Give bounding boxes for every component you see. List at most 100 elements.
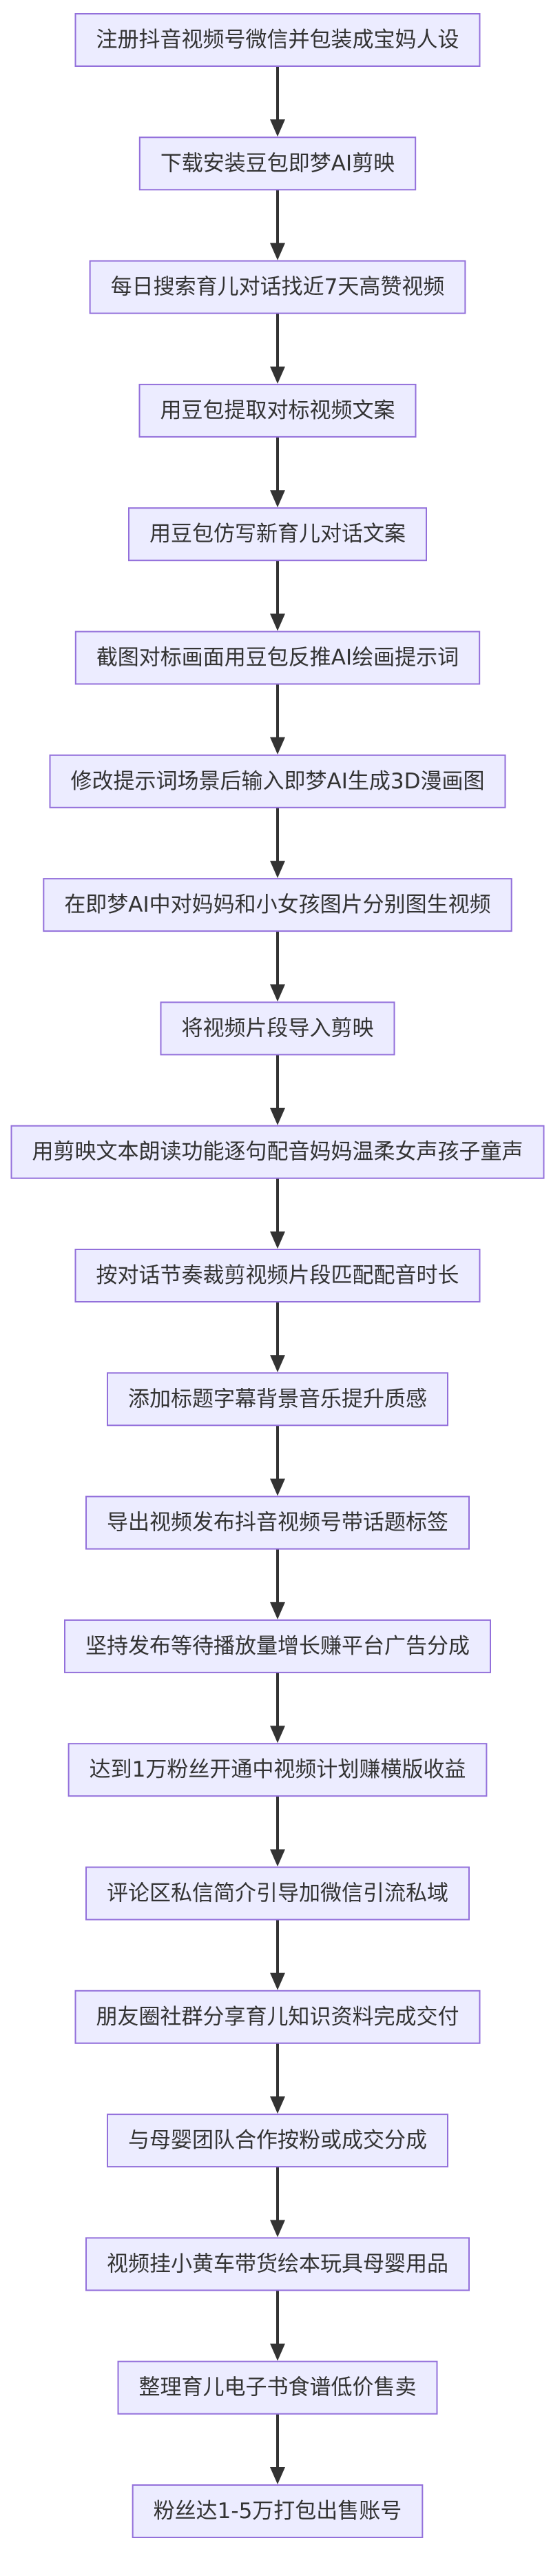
flow-arrow	[270, 1548, 285, 1619]
flow-arrowhead	[270, 243, 285, 260]
flow-node-box	[67, 1743, 488, 1797]
flow-node: 视频挂小黄车带货绘本玩具母婴用品	[85, 2237, 470, 2291]
flow-node-box	[64, 1619, 491, 1673]
flow-arrow	[270, 1672, 285, 1744]
flow-node-box	[89, 260, 466, 314]
flow-arrow	[270, 2290, 285, 2361]
flow-node-box	[74, 1990, 481, 2044]
flow-node-label: 视频挂小黄车带货绘本玩具母婴用品	[107, 2251, 448, 2276]
flow-node-label: 朋友圈社群分享育儿知识资料完成交付	[96, 2005, 459, 2030]
flow-node-label: 导出视频发布抖音视频号带话题标签	[107, 1511, 448, 1535]
flow-arrow	[270, 931, 285, 1002]
flow-node-label: 注册抖音视频号微信并包装成宝妈人设	[96, 28, 459, 52]
flow-node-box	[74, 13, 481, 67]
flow-arrowhead	[270, 1726, 285, 1744]
flow-node: 截图对标画面用豆包反推AI绘画提示词	[74, 631, 481, 685]
flow-node-label: 达到1万粉丝开通中视频计划赚横版收益	[90, 1757, 466, 1782]
flow-node-box	[74, 1249, 481, 1302]
flowchart-edges	[270, 66, 285, 2484]
flow-arrow	[270, 684, 285, 755]
flow-node: 粉丝达1-5万打包出售账号	[132, 2484, 424, 2538]
flow-node-box	[107, 1372, 448, 1427]
flow-node: 按对话节奏裁剪视频片段匹配配音时长	[74, 1249, 481, 1302]
flow-node-box	[160, 1001, 395, 1056]
flow-arrow	[270, 1425, 285, 1496]
flow-node: 下载安装豆包即梦AI剪映	[138, 136, 417, 191]
flow-node: 与母婴团队合作按粉或成交分成	[107, 2114, 448, 2168]
flow-node: 坚持发布等待播放量增长赚平台广告分成	[64, 1619, 491, 1673]
flow-node-label: 用剪映文本朗读功能逐句配音妈妈温柔女声孩子童声	[32, 1140, 523, 1165]
flow-node: 修改提示词场景后输入即梦AI生成3D漫画图	[49, 754, 506, 808]
flow-node: 用剪映文本朗读功能逐句配音妈妈温柔女声孩子童声	[10, 1125, 545, 1179]
flow-node-box	[43, 878, 512, 932]
flow-node-label: 截图对标画面用豆包反推AI绘画提示词	[96, 646, 459, 671]
flow-arrow	[270, 2043, 285, 2114]
flow-arrowhead	[270, 861, 285, 879]
flow-node-box	[128, 507, 427, 562]
flow-node-label: 评论区私信简介引导加微信引流私域	[107, 1881, 448, 1906]
flow-node-label: 将视频片段导入剪映	[182, 1016, 374, 1041]
flow-arrow	[270, 436, 285, 508]
flow-node: 将视频片段导入剪映	[160, 1001, 395, 1056]
flow-node-label: 用豆包提取对标视频文案	[160, 398, 395, 423]
flow-arrow	[270, 1178, 285, 1249]
flow-arrow	[270, 1919, 285, 1990]
flow-arrow	[270, 1796, 285, 1867]
flow-arrow	[270, 1302, 285, 1373]
flow-node: 达到1万粉丝开通中视频计划赚横版收益	[67, 1743, 488, 1797]
flow-arrowhead	[270, 1972, 285, 1990]
flow-arrowhead	[270, 2343, 285, 2361]
flow-node-box	[107, 2114, 448, 2168]
flow-node: 整理育儿电子书食谱低价售卖	[117, 2360, 438, 2415]
flow-arrowhead	[270, 119, 285, 137]
flow-arrowhead	[270, 1355, 285, 1373]
flow-node: 导出视频发布抖音视频号带话题标签	[85, 1495, 470, 1550]
flow-node-box	[74, 631, 481, 685]
flow-arrow	[270, 313, 285, 384]
flow-arrow	[270, 66, 285, 137]
flow-node: 添加标题字幕背景音乐提升质感	[107, 1372, 448, 1427]
flow-node: 每日搜索育儿对话找近7天高赞视频	[89, 260, 466, 314]
flow-arrowhead	[270, 1478, 285, 1496]
flow-node-box	[138, 136, 417, 191]
flow-node-box	[10, 1125, 545, 1179]
flow-node-label: 在即梦AI中对妈妈和小女孩图片分别图生视频	[64, 892, 490, 917]
flow-node-box	[85, 1495, 470, 1550]
flow-arrowhead	[270, 737, 285, 755]
flow-node-label: 修改提示词场景后输入即梦AI生成3D漫画图	[71, 769, 485, 794]
flow-node-box	[49, 754, 506, 808]
flow-node: 在即梦AI中对妈妈和小女孩图片分别图生视频	[43, 878, 512, 932]
flow-node-label: 下载安装豆包即梦AI剪映	[160, 151, 395, 176]
flow-node-box	[85, 1866, 470, 1921]
flow-node-box	[85, 2237, 470, 2291]
flow-arrowhead	[270, 2220, 285, 2238]
flow-arrowhead	[270, 613, 285, 631]
flow-arrow	[270, 2413, 285, 2484]
flow-arrowhead	[270, 1107, 285, 1125]
flow-arrowhead	[270, 2096, 285, 2114]
flow-arrowhead	[270, 2467, 285, 2484]
flow-node-box	[138, 383, 417, 438]
flow-node-box	[117, 2360, 438, 2415]
flow-arrowhead	[270, 1231, 285, 1249]
flowchart-nodes: 注册抖音视频号微信并包装成宝妈人设下载安装豆包即梦AI剪映每日搜索育儿对话找近7…	[10, 13, 545, 2538]
flow-node-label: 每日搜索育儿对话找近7天高赞视频	[111, 275, 445, 300]
flow-arrowhead	[270, 984, 285, 1002]
flow-node-label: 坚持发布等待播放量增长赚平台广告分成	[85, 1634, 470, 1659]
flow-node-label: 整理育儿电子书食谱低价售卖	[139, 2375, 417, 2400]
flow-node-label: 用豆包仿写新育儿对话文案	[149, 522, 406, 546]
flow-arrowhead	[270, 1849, 285, 1867]
flow-arrowhead	[270, 1602, 285, 1619]
flow-node: 朋友圈社群分享育儿知识资料完成交付	[74, 1990, 481, 2044]
flow-node-label: 粉丝达1-5万打包出售账号	[154, 2499, 402, 2524]
flow-node: 用豆包提取对标视频文案	[138, 383, 417, 438]
flow-node-box	[132, 2484, 424, 2538]
flow-arrow	[270, 807, 285, 879]
flow-arrowhead	[270, 490, 285, 508]
flow-arrowhead	[270, 366, 285, 384]
flow-node: 评论区私信简介引导加微信引流私域	[85, 1866, 470, 1921]
flow-arrow	[270, 560, 285, 631]
flow-node-label: 添加标题字幕背景音乐提升质感	[128, 1387, 427, 1411]
flow-node-label: 按对话节奏裁剪视频片段匹配配音时长	[96, 1263, 459, 1288]
